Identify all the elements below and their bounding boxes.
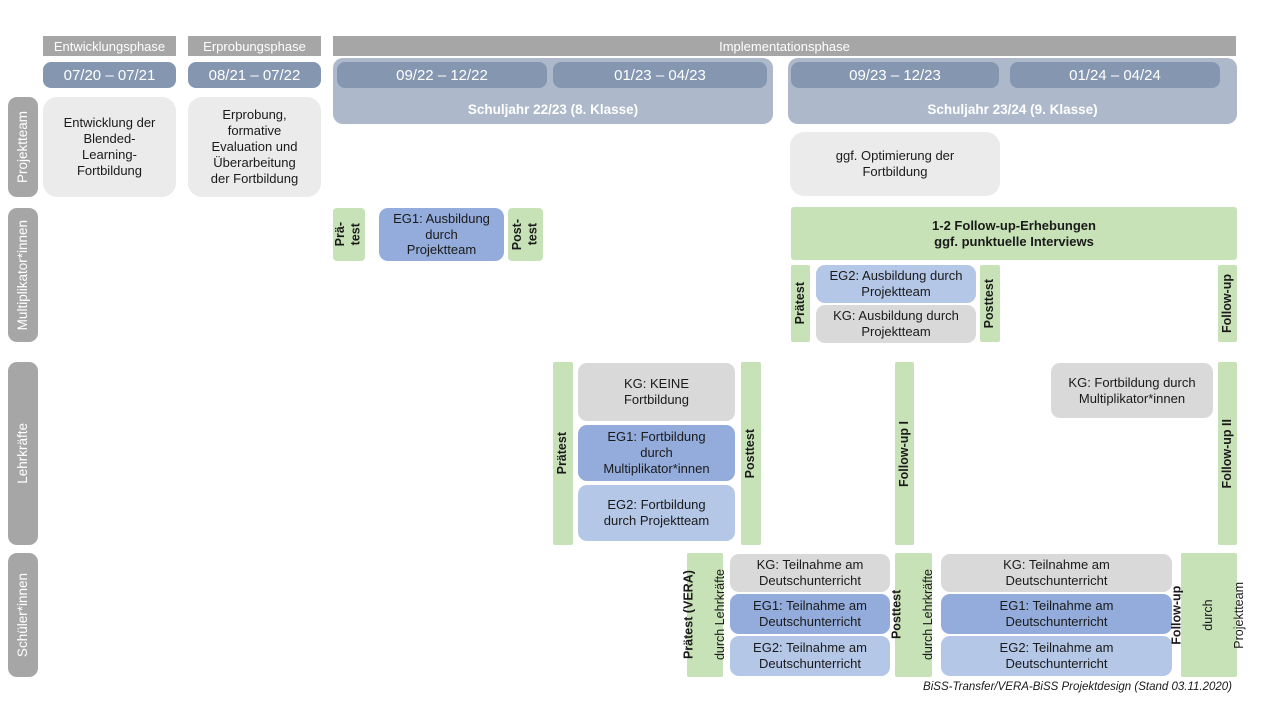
followup1-bar-lehrkraefte: Follow-up I [895, 362, 914, 545]
followup-schueler-label: Follow-up durch Projektteam [1154, 582, 1263, 649]
bar-followup-erhebungen: 1-2 Follow-up-Erhebungen ggf. punktuelle… [791, 207, 1237, 260]
followup-schueler-line2: durch [1201, 599, 1216, 631]
row-label-projektteam: Projektteam [8, 97, 38, 197]
followup2-bar-lehrkraefte: Follow-up II [1218, 362, 1237, 545]
period-bar-0922-1222: 09/22 – 12/22 [337, 62, 547, 88]
box-kg-teilnahme-rechts: KG: Teilnahme am Deutschunterricht [941, 554, 1172, 592]
box-kg-keine-fortbildung: KG: KEINE Fortbildung [578, 363, 735, 421]
period-bar-0923-1223: 09/23 – 12/23 [791, 62, 999, 88]
period-bar-0720-0721: 07/20 – 07/21 [43, 62, 176, 88]
posttest-bar-schueler: Posttest durch Lehrkräfte [890, 553, 935, 677]
praetest-bar-label: Prätest [555, 432, 570, 475]
school-year-label-23-24: Schuljahr 23/24 (9. Klasse) [927, 102, 1098, 117]
footer-caption: BiSS-Transfer/VERA-BiSS Projektdesign (S… [923, 681, 1232, 693]
box-eg1-teilnahme-rechts: EG1: Teilnahme am Deutschunterricht [941, 594, 1172, 634]
box-optimierung-fortbildung: ggf. Optimierung der Fortbildung [790, 132, 1000, 196]
period-bar-0821-0722: 08/21 – 07/22 [188, 62, 321, 88]
row-label-multiplikatoren: Multiplikator*innen [8, 208, 38, 342]
period-bar-0123-0423: 01/23 – 04/23 [553, 62, 767, 88]
box-kg-ausbildung-projektteam: KG: Ausbildung durch Projektteam [816, 305, 976, 343]
period-bar-0124-0424: 01/24 – 04/24 [1010, 62, 1220, 88]
praetest-vera-line2: durch Lehrkräfte [712, 569, 727, 661]
praetest-bar-lehrkraefte: Prätest [553, 362, 573, 545]
box-eg1-ausbildung-projektteam: EG1: Ausbildung durch Projektteam [379, 208, 504, 261]
posttest-tag-multiplikatoren: Post- test [508, 208, 543, 261]
praetest-bar-label: Prätest [792, 282, 807, 325]
praetest-vera-line1: Prätest (VERA) [681, 570, 696, 660]
row-label-text: Lehrkräfte [14, 423, 30, 484]
praetest-tag-label: Prä- test [333, 222, 363, 247]
box-kg-teilnahme-links: KG: Teilnahme am Deutschunterricht [730, 554, 890, 592]
posttest-bar-label: Posttest [982, 278, 997, 329]
posttest-bar-label: Posttest [743, 428, 758, 479]
phase-header-entwicklungsphase: Entwicklungsphase [43, 36, 176, 56]
row-label-text: Schüler*innen [14, 572, 30, 658]
box-eg1-teilnahme-links: EG1: Teilnahme am Deutschunterricht [730, 594, 890, 634]
box-eg2-teilnahme-rechts: EG2: Teilnahme am Deutschunterricht [941, 636, 1172, 676]
followup2-bar-label: Follow-up II [1219, 418, 1234, 489]
phase-header-erprobungsphase: Erprobungsphase [188, 36, 321, 56]
followup1-bar-label: Follow-up I [896, 420, 911, 487]
school-year-label-22-23: Schuljahr 22/23 (8. Klasse) [467, 102, 639, 117]
posttest-bar-multiplikatoren: Posttest [980, 265, 1000, 342]
row-label-lehrkraefte: Lehrkräfte [8, 362, 38, 545]
box-eg2-fortbildung-projektteam: EG2: Fortbildung durch Projektteam [578, 485, 735, 541]
followup-bar-label: Follow-up [1219, 273, 1234, 333]
phase-header-implementationsphase: Implementationsphase [333, 36, 1236, 56]
followup-bar-multiplikatoren: Follow-up [1218, 265, 1237, 342]
row-label-text: Multiplikator*innen [14, 219, 30, 331]
praetest-vera-bar-schueler: Prätest (VERA) durch Lehrkräfte [682, 553, 727, 677]
followup-bar-schueler: Follow-up durch Projektteam [1170, 553, 1246, 677]
praetest-tag-multiplikatoren: Prä- test [333, 208, 365, 261]
row-label-text: Projektteam [14, 110, 30, 184]
followup-schueler-line1: Follow-up [1169, 585, 1184, 645]
box-kg-fortbildung-multiplikatoren: KG: Fortbildung durch Multiplikator*inne… [1051, 363, 1213, 418]
box-entwicklung-fortbildung: Entwicklung der Blended- Learning- Fortb… [43, 97, 176, 197]
followup-schueler-line3: Projektteam [1232, 581, 1247, 649]
posttest-bar-lehrkraefte: Posttest [741, 362, 761, 545]
row-label-schueler: Schüler*innen [8, 553, 38, 677]
posttest-schueler-line1: Posttest [890, 590, 905, 640]
box-eg1-fortbildung-multiplikatoren: EG1: Fortbildung durch Multiplikator*inn… [578, 425, 735, 481]
praetest-bar-multiplikatoren: Prätest [791, 265, 810, 342]
box-erprobung-evaluation: Erprobung, formative Evaluation und Über… [188, 97, 321, 197]
posttest-schueler-line2: durch Lehrkräfte [921, 569, 936, 661]
box-eg2-ausbildung-projektteam: EG2: Ausbildung durch Projektteam [816, 265, 976, 303]
box-eg2-teilnahme-links: EG2: Teilnahme am Deutschunterricht [730, 636, 890, 676]
posttest-tag-label: Post- test [509, 218, 540, 251]
